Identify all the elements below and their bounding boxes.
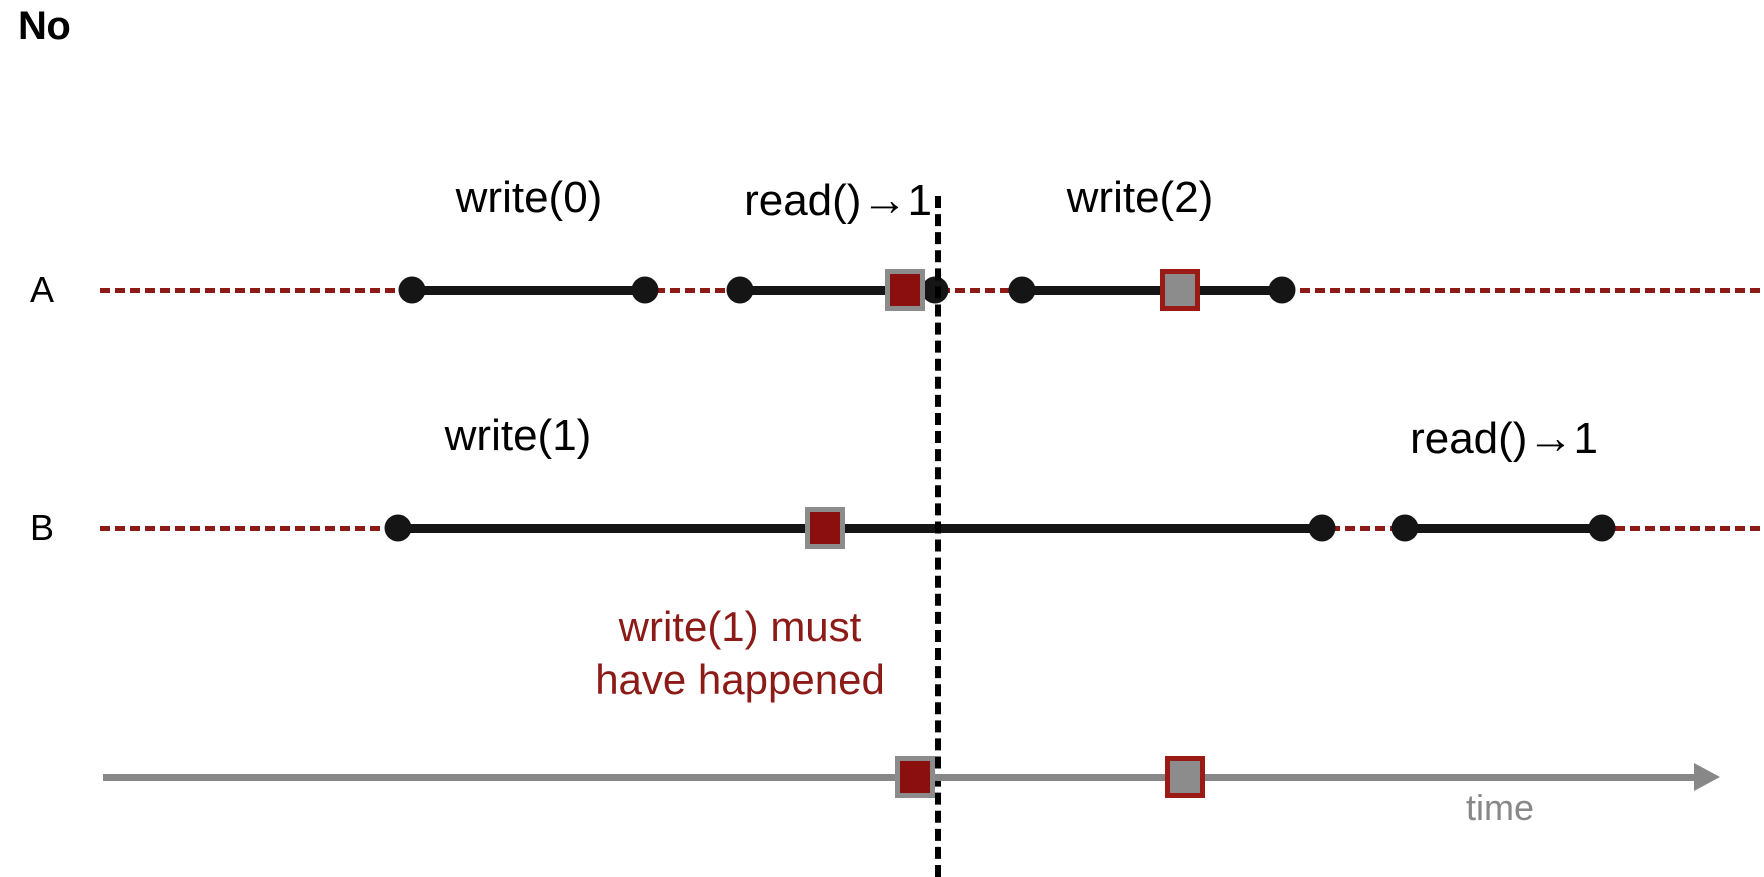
right-arrow-icon: →: [861, 173, 908, 225]
op-start-dot-a-write2: [1008, 276, 1036, 304]
op-bar-a-write2: [1022, 286, 1282, 295]
page-title: No: [18, 4, 71, 48]
op-label-a-write2: write(2): [1066, 173, 1214, 222]
op-label-a-write0: write(0): [455, 173, 603, 222]
op-bar-b-read1: [1405, 524, 1602, 533]
op-end-dot-a-write0: [631, 276, 659, 304]
annotation-line-1: write(1) must: [618, 603, 862, 650]
annotation-line-2: have happened: [595, 656, 885, 704]
op-bar-b-write1: [398, 524, 1322, 533]
op-label-a-read1-text: read(): [744, 176, 862, 225]
op-label-b-read1-text: read(): [1410, 414, 1528, 463]
process-label-a: A: [30, 269, 55, 310]
time-axis-marker-write2: [1165, 756, 1205, 798]
linearization-marker-b-write1: [805, 507, 845, 549]
linearization-marker-a-write2: [1160, 269, 1200, 311]
op-start-dot-b-read1: [1391, 514, 1419, 542]
right-arrow-icon: →: [1527, 411, 1574, 463]
time-axis-caption: time: [1465, 787, 1535, 828]
op-end-dot-b-write1: [1308, 514, 1336, 542]
op-end-dot-b-read1: [1588, 514, 1616, 542]
annotation-note: write(1) must have happened: [595, 600, 885, 707]
time-axis-marker-write1: [895, 756, 935, 798]
op-label-b-read1-value: 1: [1573, 414, 1598, 463]
op-label-b-read1: read()→1: [1410, 414, 1598, 461]
op-start-dot-a-write0: [398, 276, 426, 304]
process-label-b: B: [30, 507, 55, 548]
op-label-b-write1: write(1): [444, 411, 592, 460]
op-start-dot-a-read1: [726, 276, 754, 304]
op-bar-a-read1: [740, 286, 935, 295]
op-label-a-read1: read()→1: [744, 176, 932, 223]
op-label-a-read1-value: 1: [907, 176, 932, 225]
linearization-marker-a-read1: [885, 269, 925, 311]
op-start-dot-b-write1: [384, 514, 412, 542]
arrow-head-icon: [1694, 763, 1720, 791]
op-end-dot-a-write2: [1268, 276, 1296, 304]
op-bar-a-write0: [412, 286, 645, 295]
linearization-cut-line: [935, 196, 941, 877]
